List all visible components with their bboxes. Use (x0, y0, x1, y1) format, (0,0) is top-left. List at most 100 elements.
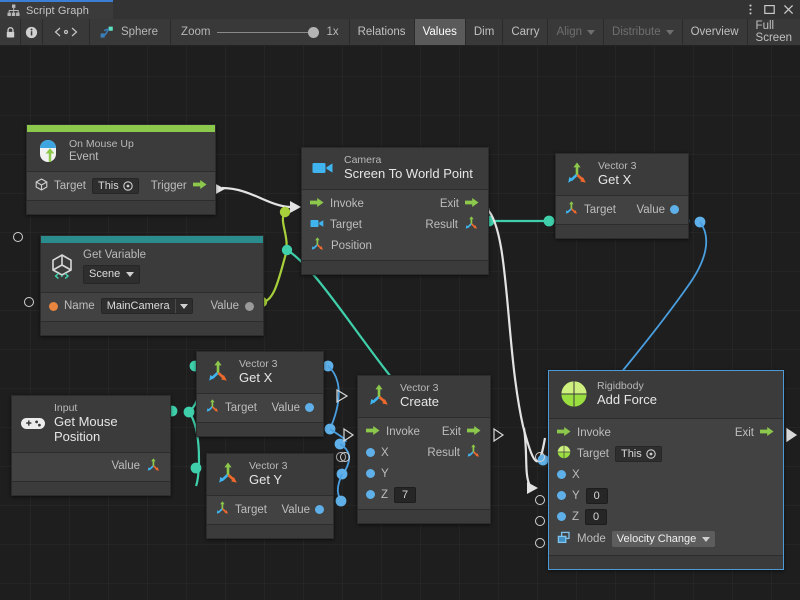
script-graph-small-icon (100, 26, 113, 38)
graph-object-button[interactable]: Sphere (90, 19, 172, 45)
node-get-variable[interactable]: Get Variable Scene Name MainCamera (40, 235, 264, 336)
vector3-port-icon[interactable] (310, 237, 325, 254)
toolbar-item-align[interactable]: Align (548, 19, 605, 45)
port-dot-z[interactable] (366, 490, 375, 499)
toolbar-item-dim[interactable]: Dim (466, 19, 504, 45)
node-footer (207, 524, 333, 538)
port-row-x: X Result (358, 442, 490, 463)
port-label-value: Value (210, 300, 239, 313)
port-dot-value[interactable] (315, 505, 324, 514)
zoom-slider-knob[interactable] (308, 26, 320, 38)
port-label-y: Y (572, 489, 580, 502)
window-maximize-button[interactable] (761, 1, 778, 18)
graph-canvas[interactable]: On Mouse Up Event Target This (0, 46, 800, 600)
node-vector3-get-x-left[interactable]: Vector 3 Get X (196, 351, 324, 437)
target-this-button[interactable]: This (91, 177, 139, 194)
window-close-button[interactable] (780, 1, 797, 18)
node-footer (12, 480, 170, 495)
z-input[interactable]: 0 (585, 508, 608, 525)
port-label-x: X (381, 446, 389, 459)
node-header: Vector 3 Create (358, 376, 490, 417)
invoke-arrow-icon[interactable] (310, 197, 324, 211)
toolbar-item-overview[interactable]: Overview (683, 19, 748, 45)
vector3-port-icon[interactable] (215, 501, 230, 518)
source-code-button[interactable] (43, 19, 90, 45)
port-marker-y-unconnected[interactable] (535, 495, 545, 505)
chevron-down-icon[interactable] (174, 299, 192, 314)
invoke-arrow-icon[interactable] (366, 425, 380, 439)
node-camera-screen-to-world-point[interactable]: Camera Screen To World Point Invoke Exit (301, 147, 489, 275)
node-title-block: Rigidbody Add Force (597, 380, 657, 408)
z-input[interactable]: 7 (394, 486, 417, 503)
port-marker-z-unconnected[interactable] (535, 516, 545, 526)
toolbar-item-full-screen[interactable]: Full Screen (748, 19, 800, 45)
port-dot-value[interactable] (245, 301, 254, 311)
port-marker-name-unconnected[interactable] (24, 297, 34, 307)
toolbar-item-carry[interactable]: Carry (503, 19, 549, 45)
lock-button[interactable] (0, 19, 22, 45)
node-rigidbody-add-force[interactable]: Rigidbody Add Force Invoke Exit (548, 370, 784, 570)
camera-port-icon[interactable] (310, 218, 324, 232)
port-dot-value[interactable] (670, 205, 679, 214)
port-row-y: Y (358, 463, 490, 484)
tab-script-graph[interactable]: Script Graph (0, 0, 113, 19)
vector3-port-icon[interactable] (466, 444, 481, 461)
node-input-get-mouse-position[interactable]: Input Get Mouse Position Value (11, 395, 171, 496)
port-dot-y[interactable] (366, 469, 375, 478)
enum-port-icon[interactable] (557, 531, 571, 548)
port-dot-y[interactable] (557, 491, 566, 500)
port-dot-x[interactable] (366, 448, 375, 457)
toolbar-item-values[interactable]: Values (414, 19, 466, 45)
port-marker-vector3-create-y-unconnected[interactable] (340, 452, 350, 462)
toolbar-item-relations[interactable]: Relations (350, 19, 415, 45)
toolbar-item-distribute[interactable]: Distribute (604, 19, 683, 45)
node-vector3-create[interactable]: Vector 3 Create Invoke Exit (357, 375, 491, 524)
info-button[interactable] (21, 19, 43, 45)
port-label-target: Target (330, 218, 362, 231)
rigidbody-port-icon[interactable] (557, 445, 571, 462)
port-dot-x[interactable] (557, 470, 566, 479)
exit-arrow-icon[interactable] (465, 197, 479, 211)
zoom-control[interactable]: Zoom 1x (171, 19, 350, 45)
toolbar-item-relations-label: Relations (357, 26, 406, 38)
graph-toolbar: Sphere Zoom 1x Relations Values Dim Carr… (0, 19, 800, 46)
port-dot-name[interactable] (49, 301, 58, 311)
target-this-button[interactable]: This (614, 445, 662, 462)
invoke-flow-marker-icon[interactable] (344, 429, 353, 441)
node-title: Add Force (597, 392, 657, 408)
variable-kind-dropdown[interactable]: Scene (83, 265, 141, 284)
port-dot-value[interactable] (305, 403, 314, 412)
node-vector3-get-x-top[interactable]: Vector 3 Get X (555, 153, 689, 239)
port-marker-target-unconnected[interactable] (535, 452, 545, 462)
port-label-exit: Exit (441, 425, 461, 438)
toolbar-item-values-label: Values (422, 26, 457, 38)
zoom-slider[interactable] (217, 26, 320, 39)
port-label-target: Target (225, 401, 257, 414)
vector3-port-icon[interactable] (464, 216, 479, 233)
port-marker-mode-unconnected[interactable] (535, 538, 545, 548)
exit-arrow-icon[interactable] (760, 426, 774, 440)
vector3-port-icon[interactable] (146, 458, 161, 475)
invoke-arrow-icon[interactable] (557, 426, 571, 440)
y-input[interactable]: 0 (585, 487, 608, 504)
mode-dropdown[interactable]: Velocity Change (611, 531, 716, 547)
window-titlebar: Script Graph (0, 0, 800, 19)
node-title-block: On Mouse Up Event (69, 138, 134, 164)
variable-name-dropdown[interactable]: MainCamera (100, 298, 193, 315)
toolbar-item-full-screen-label: Full Screen (755, 20, 792, 44)
node-on-mouse-up[interactable]: On Mouse Up Event Target This (26, 124, 216, 216)
node-vector3-get-y-left[interactable]: Vector 3 Get Y (206, 453, 334, 539)
node-footer (302, 260, 488, 274)
port-dot-z[interactable] (557, 512, 566, 521)
window-menu-button[interactable] (742, 1, 759, 18)
exit-flow-marker-icon[interactable] (787, 429, 796, 441)
exit-arrow-icon[interactable] (467, 425, 481, 439)
port-row-value: Value (12, 456, 170, 477)
port-label-invoke: Invoke (386, 425, 420, 438)
port-marker-target-unconnected[interactable] (13, 232, 23, 242)
port-row-target: Target This (549, 443, 783, 464)
port-row-x: X (549, 464, 783, 485)
vector3-port-icon[interactable] (564, 201, 579, 218)
vector3-port-icon[interactable] (205, 399, 220, 416)
